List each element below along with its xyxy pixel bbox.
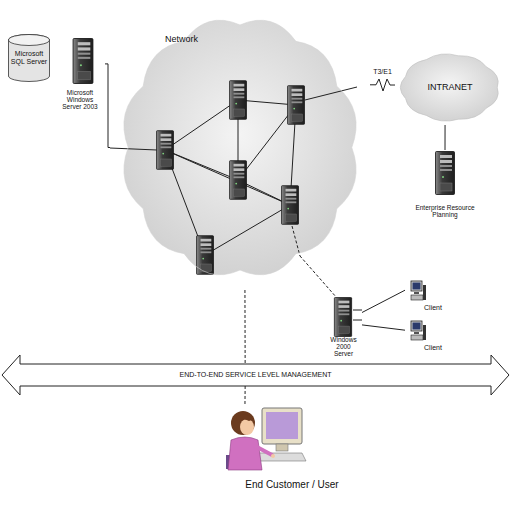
connector-line — [362, 290, 405, 312]
connector-line — [370, 79, 395, 91]
node-label: Microsoft SQL Server — [10, 50, 48, 65]
node-label: End Customer / User — [245, 479, 338, 490]
connector-line — [244, 290, 245, 364]
service-band-arrow: END-TO-END SERVICE LEVEL MANAGEMENT — [20, 364, 491, 386]
node-label: Microsoft Windows Server 2003 — [57, 89, 103, 110]
server-icon: Enterprise Resource Planning — [405, 150, 485, 220]
node-label: Client — [424, 344, 442, 352]
node-label: END-TO-END SERVICE LEVEL MANAGEMENT — [180, 371, 332, 379]
client-pc: Client — [405, 320, 449, 354]
database-cylinder: Microsoft SQL Server — [8, 34, 50, 82]
user-clipart — [226, 408, 306, 470]
intranet-cloud: INTRANET — [395, 50, 505, 125]
connector-line — [105, 64, 110, 148]
network-cloud: Network — [110, 5, 370, 290]
user-figure: End Customer / User — [232, 405, 352, 492]
node-label: INTRANET — [428, 83, 473, 93]
connector-line — [300, 256, 336, 297]
server-icon: Microsoft Windows Server 2003 — [55, 38, 105, 112]
node-label: Enterprise Resource Planning — [407, 204, 483, 218]
network-cloud-outline — [110, 5, 370, 290]
node-label: Windows 2000 Server — [327, 336, 360, 357]
connector-line — [445, 125, 446, 150]
connector-line — [362, 325, 405, 330]
client-pc: Client — [405, 280, 449, 314]
node-label: Client — [424, 304, 442, 312]
connector-line — [244, 386, 245, 405]
server-icon: Windows 2000 Server — [325, 297, 362, 359]
node-label: Network — [165, 35, 198, 45]
link-label: T3/E1 — [373, 68, 392, 76]
